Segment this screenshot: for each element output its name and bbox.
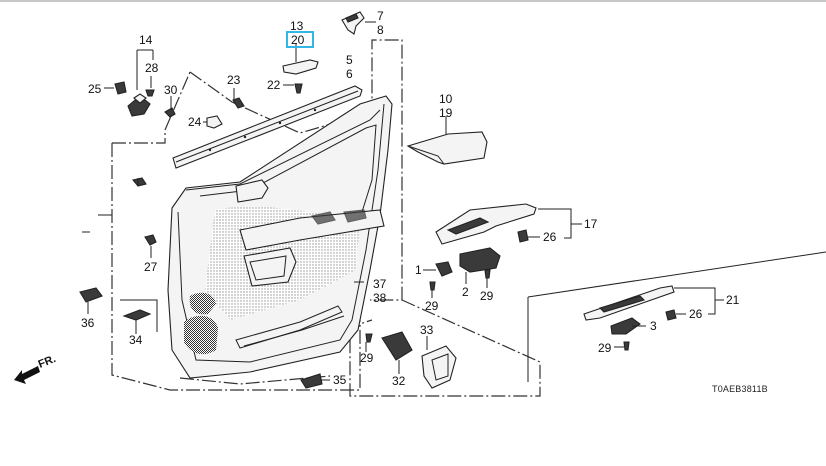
part-clip-upper-left [131, 177, 147, 187]
front-label: FR. [37, 353, 58, 371]
part-screw-29b [484, 269, 491, 279]
callout-29-a[interactable]: 29 [425, 299, 439, 313]
part-screw-22 [294, 83, 303, 94]
callout-21[interactable]: 21 [726, 293, 740, 307]
callout-36[interactable]: 36 [81, 316, 95, 330]
callout-2[interactable]: 2 [462, 285, 469, 299]
part-clip-25 [114, 81, 127, 95]
part-screw-29d [623, 341, 630, 351]
part-switch-32 [381, 331, 413, 361]
callout-26-upper[interactable]: 26 [543, 230, 557, 244]
callout-13[interactable]: 13 [290, 19, 304, 33]
part-bracket-14 [127, 93, 151, 117]
callout-7[interactable]: 7 [377, 9, 384, 23]
part-clip-24 [206, 115, 223, 129]
callout-labels: 14 28 25 30 13 20 7 8 23 22 5 6 24 10 19… [81, 9, 740, 388]
highlight-box [286, 31, 314, 48]
callout-6[interactable]: 6 [346, 67, 353, 81]
part-bracket-7-8 [341, 11, 365, 35]
leader-lines [87, 21, 724, 381]
callout-5[interactable]: 5 [346, 53, 353, 67]
part-switch-panel-17 [435, 203, 537, 245]
callout-1[interactable]: 1 [415, 263, 422, 277]
callout-14[interactable]: 14 [139, 33, 153, 47]
callout-30[interactable]: 30 [164, 83, 178, 97]
part-34 [122, 309, 152, 321]
callout-23[interactable]: 23 [227, 73, 241, 87]
door-trim-panel [167, 95, 393, 385]
callout-25[interactable]: 25 [88, 82, 102, 96]
callout-19[interactable]: 19 [439, 106, 453, 120]
callout-28[interactable]: 28 [145, 61, 159, 75]
part-handle-cover-13-20 [282, 59, 319, 75]
callout-3[interactable]: 3 [650, 319, 657, 333]
diagram-code: T0AEB3811B [712, 384, 768, 394]
callout-35[interactable]: 35 [333, 373, 347, 387]
callout-24[interactable]: 24 [188, 115, 202, 129]
top-border [0, 0, 826, 2]
part-switch-3 [610, 317, 641, 335]
callout-37[interactable]: 37 [373, 277, 387, 291]
callout-8[interactable]: 8 [377, 23, 384, 37]
arrow-left-icon [14, 366, 40, 384]
callout-10[interactable]: 10 [439, 92, 453, 106]
part-35 [300, 373, 323, 389]
callout-29-d[interactable]: 29 [598, 341, 612, 355]
part-36 [79, 287, 103, 303]
part-screw-30 [164, 107, 176, 118]
part-clip-26a [517, 229, 529, 243]
part-screw-29c [365, 333, 373, 343]
callout-27[interactable]: 27 [144, 260, 158, 274]
part-clip-27 [144, 234, 157, 246]
part-armrest-10-19 [406, 131, 488, 165]
part-screw-29a [429, 281, 436, 291]
part-clip-26b [665, 309, 677, 321]
window-sill-molding [172, 85, 363, 169]
callout-29-c[interactable]: 29 [360, 351, 374, 365]
callout-29-b[interactable]: 29 [480, 289, 494, 303]
part-switch-1 [435, 261, 453, 277]
part-screw-28 [145, 89, 155, 97]
part-screw-23 [232, 97, 245, 109]
callout-38[interactable]: 38 [373, 291, 387, 305]
callout-17[interactable]: 17 [584, 217, 598, 231]
part-bezel-33 [421, 345, 457, 389]
part-switch-panel-21 [583, 285, 675, 321]
part-switch-block-2 [459, 247, 501, 273]
callout-22[interactable]: 22 [267, 78, 281, 92]
callout-20[interactable]: 20 [291, 33, 305, 47]
callout-26-lower[interactable]: 26 [689, 307, 703, 321]
callout-33[interactable]: 33 [420, 323, 434, 337]
front-direction-indicator: FR. [14, 353, 58, 384]
callout-34[interactable]: 34 [129, 333, 143, 347]
callout-32[interactable]: 32 [392, 374, 406, 388]
